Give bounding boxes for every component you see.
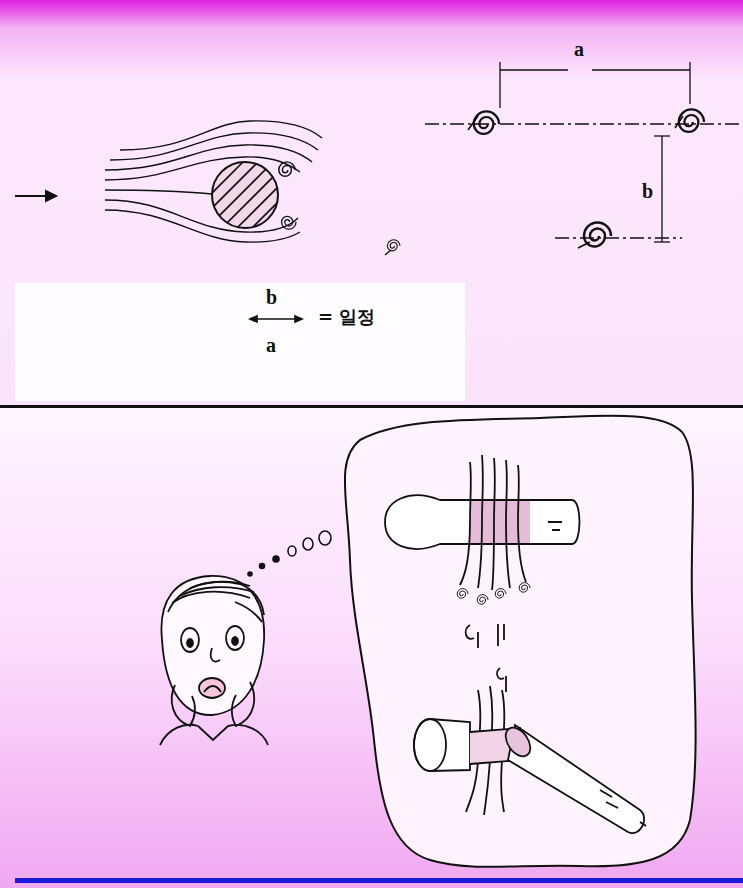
hatch [255, 203, 292, 240]
mouth-line [204, 686, 221, 692]
rotation-mark [578, 242, 590, 248]
hatch [230, 175, 290, 235]
cylinder-hatch [200, 140, 292, 240]
probe-angled [414, 668, 646, 833]
vortex-sketch [466, 625, 478, 648]
head-outline [161, 576, 264, 715]
streamline [105, 190, 212, 194]
streamlines [105, 121, 322, 242]
thinking-person [160, 576, 268, 745]
vortex-sketch [497, 668, 506, 692]
dimension-line [592, 69, 690, 70]
cylinder [200, 140, 292, 240]
dimension-line [661, 136, 662, 242]
tick [654, 241, 670, 242]
extension-line [689, 62, 690, 104]
hatch [220, 165, 285, 230]
divider-line [0, 405, 743, 408]
vortex [477, 595, 488, 605]
flow-mark [600, 790, 646, 826]
ratio-denominator: a [266, 334, 276, 356]
hatch [242, 190, 290, 238]
vortex [519, 583, 530, 593]
flow-line [506, 460, 510, 588]
eye [226, 626, 244, 650]
hatch [200, 140, 250, 190]
center-line [425, 123, 743, 124]
hand [172, 685, 195, 726]
dimension-label: a [574, 38, 584, 60]
arrow-head [295, 316, 302, 322]
rotation-mark [385, 250, 391, 255]
nose [211, 648, 220, 662]
fraction-line [252, 318, 300, 320]
tick [654, 135, 670, 136]
rotation-mark [468, 116, 478, 130]
flow-line [492, 458, 495, 590]
arrow-head [46, 191, 56, 201]
bottom-border [15, 878, 743, 883]
vortex [679, 109, 704, 131]
streamline [105, 145, 312, 170]
eye [181, 628, 199, 652]
bubble [303, 538, 313, 550]
formula-panel [15, 283, 465, 401]
thought-bubbles [248, 531, 331, 576]
vortex [474, 111, 499, 133]
body [160, 725, 268, 745]
bubble [248, 572, 252, 576]
probe-cap [414, 719, 446, 771]
dimension-label: b [642, 180, 653, 202]
vortex [279, 162, 295, 176]
probe-shading [470, 500, 530, 544]
hair [235, 602, 262, 622]
constant-label: = 일정 [318, 307, 375, 327]
pupil [187, 639, 193, 647]
flow-arrow [15, 191, 56, 201]
collar [198, 726, 228, 740]
vortex [457, 589, 468, 599]
rotation-mark [675, 116, 683, 128]
flow-line [460, 462, 471, 585]
top-panel [0, 0, 743, 407]
dimension-line [500, 69, 568, 70]
vortices [279, 109, 704, 255]
dimension-lines [425, 62, 743, 242]
bubble [273, 556, 279, 562]
hatch [200, 143, 262, 205]
mouth [199, 678, 225, 698]
streamline [120, 121, 322, 150]
thought-cloud [345, 416, 696, 867]
cylinder-outline [212, 162, 278, 228]
hand [232, 682, 254, 726]
bubble [319, 531, 331, 545]
arrow-shaft [15, 195, 48, 197]
probe-body [430, 719, 470, 771]
bottom-panel [0, 408, 743, 888]
pupil [232, 637, 238, 645]
hair [190, 582, 250, 588]
bubble [260, 564, 265, 569]
bubble [288, 546, 296, 556]
center-line [555, 237, 682, 238]
ratio-numerator: b [266, 286, 277, 308]
ratio-bar [250, 316, 302, 322]
flow-line [478, 455, 483, 588]
hatch [210, 155, 280, 225]
vortex [495, 589, 506, 599]
streamline [110, 133, 318, 160]
probe-horizontal [385, 455, 580, 648]
extension-line [499, 62, 500, 108]
flow-line [518, 465, 526, 582]
vortex [387, 240, 400, 251]
flow-mark [548, 522, 562, 530]
probe-tube-end [501, 723, 536, 761]
vortex [282, 216, 296, 229]
arrow-head [250, 316, 257, 322]
cylinder-fill [212, 162, 278, 228]
vortex-sketch [498, 624, 504, 646]
